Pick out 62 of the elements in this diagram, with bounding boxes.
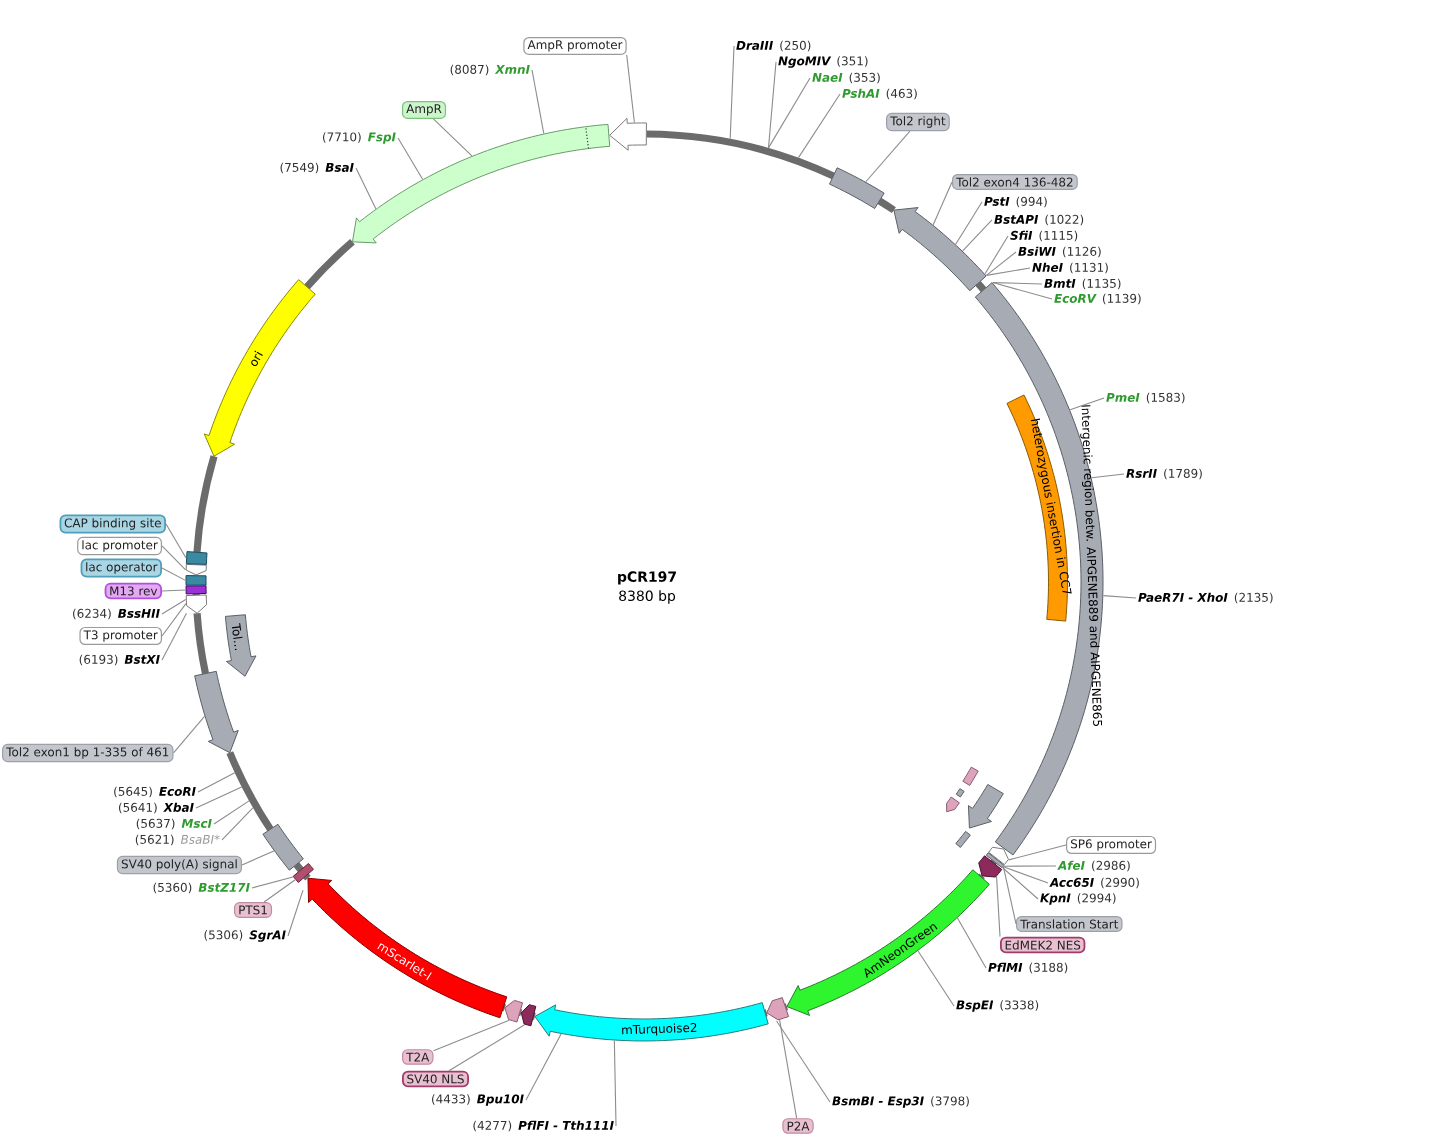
leader-line <box>932 181 953 226</box>
leader-line <box>251 876 294 889</box>
leader-line <box>287 889 304 937</box>
feature-box <box>185 575 207 586</box>
leader-line <box>448 1024 526 1072</box>
leader-line <box>165 523 187 559</box>
leader-line <box>397 137 424 180</box>
feature-block <box>967 783 1004 829</box>
leader-line <box>221 807 254 841</box>
leader-line <box>1091 473 1125 479</box>
leader-line <box>767 61 777 149</box>
leader-line <box>161 589 187 592</box>
feature-block <box>609 117 647 151</box>
leader-line <box>161 545 187 571</box>
leader-line <box>797 93 841 159</box>
leader-line <box>996 876 1001 938</box>
leader-line <box>161 603 187 637</box>
feature-box <box>185 551 208 565</box>
leader-line <box>161 612 188 661</box>
leader-line <box>1002 867 1039 900</box>
leader-line <box>1003 865 1057 867</box>
leader-line <box>917 950 955 1007</box>
leader-line <box>865 130 911 183</box>
leader-line <box>173 715 206 754</box>
leader-line <box>1002 866 1017 925</box>
feature-block <box>520 1004 537 1027</box>
leader-line <box>956 917 987 969</box>
leader-line <box>955 201 983 245</box>
leader-line <box>1002 866 1049 884</box>
leader-line <box>985 267 1031 276</box>
leader-line <box>1069 397 1105 411</box>
leader-line <box>195 786 243 809</box>
leader-line <box>432 1019 510 1052</box>
leader-line <box>355 167 377 210</box>
leader-line <box>779 1019 798 1119</box>
leader-line <box>161 599 187 615</box>
leader-line <box>992 282 1043 285</box>
leader-line <box>613 1040 617 1127</box>
leader-line <box>767 77 811 149</box>
leader-line <box>531 69 545 134</box>
leader-line <box>525 1033 562 1101</box>
leader-line <box>263 879 296 903</box>
feature-block <box>185 594 208 614</box>
feature-box <box>185 585 207 595</box>
leader-line <box>213 800 250 825</box>
leader-line <box>1008 844 1067 861</box>
leader-line <box>1102 595 1137 599</box>
leader-line <box>992 282 1053 300</box>
leader-line <box>984 235 1009 275</box>
feature-block <box>185 563 207 576</box>
leader-line <box>197 772 236 793</box>
feature-block <box>988 846 1009 866</box>
leader-line <box>241 850 275 866</box>
leader-line <box>985 251 1017 276</box>
leader-line <box>626 54 635 124</box>
feature-block <box>978 855 1003 878</box>
leader-line <box>729 45 735 140</box>
leader-line <box>161 567 186 581</box>
leader-line <box>432 118 473 157</box>
feature-box <box>985 852 1005 869</box>
leader-line <box>962 219 993 252</box>
leader-line <box>776 1020 831 1103</box>
